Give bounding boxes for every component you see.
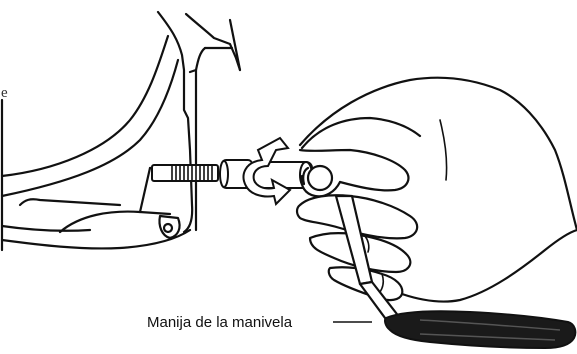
appliance-housing bbox=[0, 10, 242, 252]
threaded-shaft bbox=[151, 164, 219, 182]
hand bbox=[295, 76, 577, 303]
crank-handle-label: Manija de la manivela bbox=[147, 314, 293, 331]
rotation-arrow-icon bbox=[242, 136, 292, 206]
page-edge-text-fragment: e bbox=[1, 85, 8, 101]
crank-handle-bar bbox=[334, 194, 402, 324]
crank-handle-grip bbox=[384, 310, 577, 350]
